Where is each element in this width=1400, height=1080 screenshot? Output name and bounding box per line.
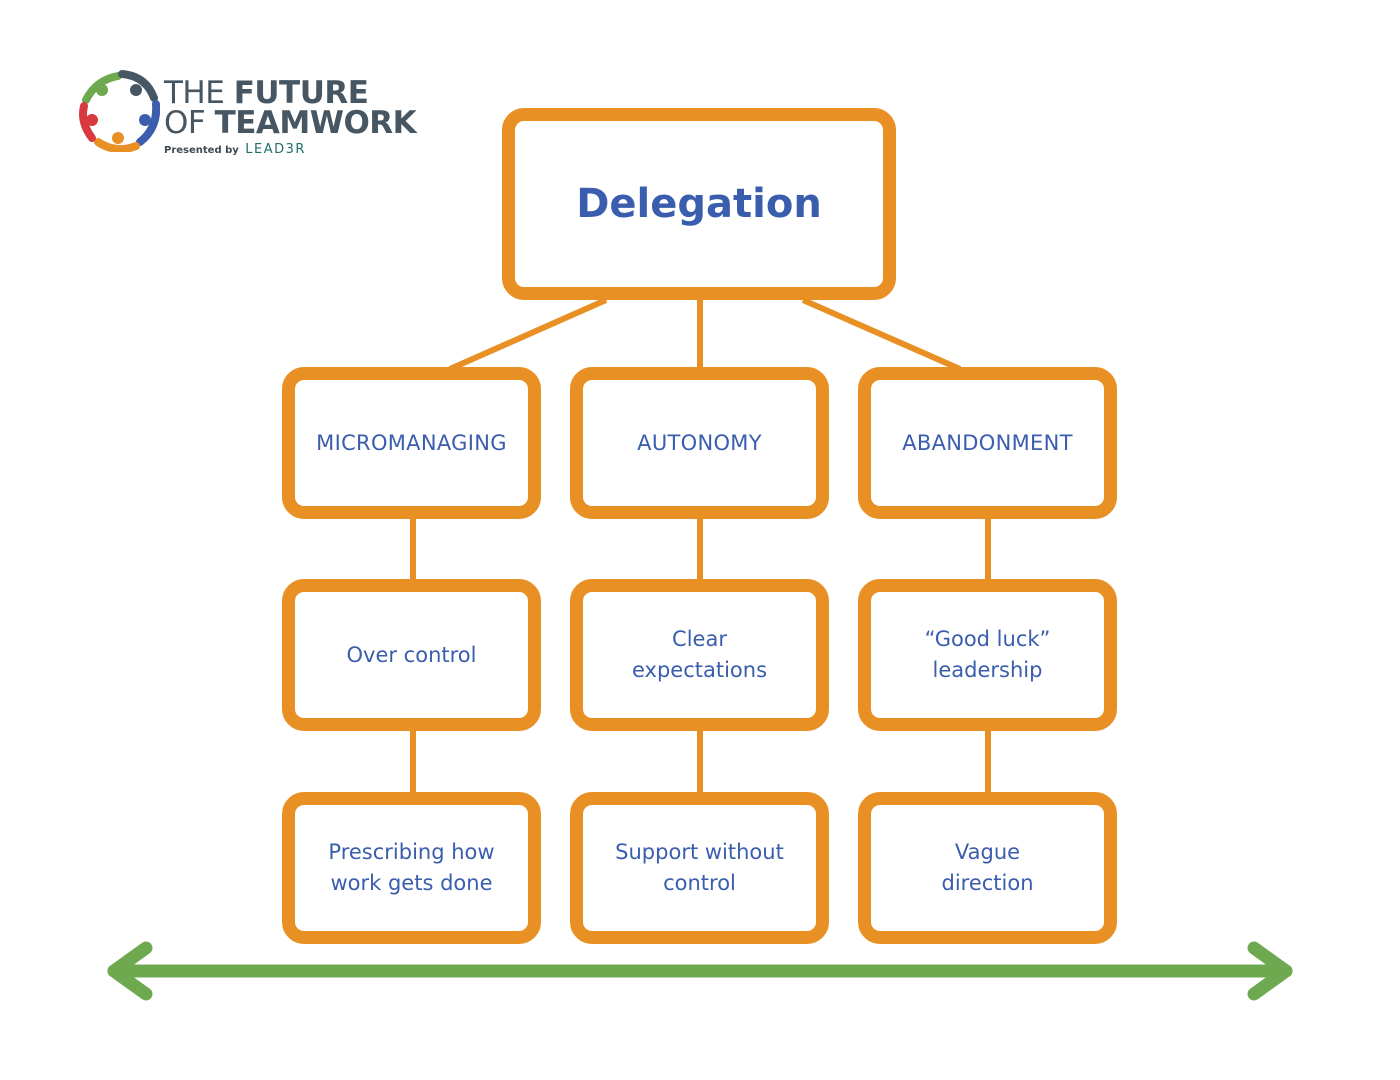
arrow-head-left xyxy=(107,941,153,1001)
double-headed-arrow-icon xyxy=(107,941,1293,1001)
logo-presented-by: Presented by LEAD3R xyxy=(164,142,306,157)
behavior-label: Vague direction xyxy=(941,840,1034,895)
logo-teamwork: TEAMWORK xyxy=(214,105,417,141)
behavior-box-abandonment: Vague direction xyxy=(858,792,1117,944)
behavior-label: Prescribing how work gets done xyxy=(328,840,495,895)
trait-label: Clear expectations xyxy=(631,627,768,682)
behavior-label: Support without control xyxy=(615,840,784,895)
behavior-box-autonomy: Support without control xyxy=(570,792,829,944)
category-label: ABANDONMENT xyxy=(902,431,1073,455)
logo-title-line1: THE FUTURE xyxy=(164,75,369,111)
category-label: MICROMANAGING xyxy=(316,431,507,455)
trait-label: Over control xyxy=(346,642,477,667)
behavior-box-micromanaging: Prescribing how work gets done xyxy=(282,792,541,944)
category-box-abandonment: ABANDONMENT xyxy=(858,367,1117,519)
logo-the: THE xyxy=(164,75,225,111)
logo-title-line2: OF TEAMWORK xyxy=(164,105,417,141)
category-box-autonomy: AUTONOMY xyxy=(570,367,829,519)
arrow-head-right xyxy=(1247,941,1293,1001)
category-label: AUTONOMY xyxy=(637,431,762,455)
logo-of: OF xyxy=(164,105,206,141)
category-box-micromanaging: MICROMANAGING xyxy=(282,367,541,519)
root-box: Delegation xyxy=(502,108,896,300)
trait-box-abandonment: “Good luck” leadership xyxy=(858,579,1117,731)
trait-box-autonomy: Clear expectations xyxy=(570,579,829,731)
brand-name: LEAD3R xyxy=(245,142,306,157)
presented-by-label: Presented by xyxy=(164,145,239,156)
people-circle-icon xyxy=(79,70,160,152)
logo: THE FUTURE OF TEAMWORK Presented by LEAD… xyxy=(78,70,428,165)
trait-label: “Good luck” leadership xyxy=(924,627,1051,682)
connector-root-left xyxy=(448,297,608,372)
logo-future: FUTURE xyxy=(233,75,369,111)
connector-root-right xyxy=(801,297,962,372)
root-label: Delegation xyxy=(576,181,822,227)
trait-box-micromanaging: Over control xyxy=(282,579,541,731)
